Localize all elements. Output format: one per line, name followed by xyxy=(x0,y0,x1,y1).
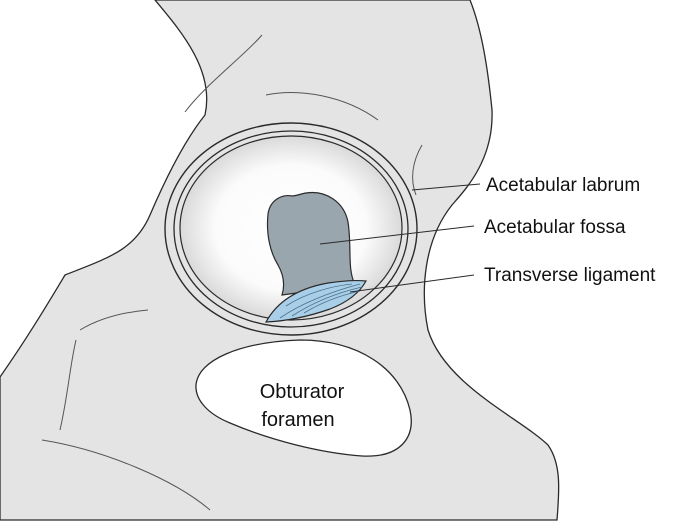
acetabular-fossa-label: Acetabular fossa xyxy=(484,217,626,238)
bone-contour-upper-right xyxy=(265,92,379,121)
ligament-fiber xyxy=(279,283,361,319)
leader-line-ligament xyxy=(349,274,475,293)
bone-contour-lower-left xyxy=(59,339,77,431)
obturator-foramen-label-line2: foramen xyxy=(261,409,334,431)
ligament-fiber xyxy=(285,283,353,307)
obturator-foramen-label-line1: Obturator xyxy=(260,381,345,403)
leader-line-fossa xyxy=(319,225,475,245)
transverse-ligament xyxy=(264,280,367,323)
obturator-foramen xyxy=(195,339,412,457)
ligament-fiber xyxy=(303,290,361,314)
bone-contour-left xyxy=(79,309,149,331)
bone-contour-upper xyxy=(184,34,263,113)
leader-line-labrum xyxy=(411,183,481,191)
transverse-ligament-label: Transverse ligament xyxy=(484,265,656,286)
ligament-fiber xyxy=(291,286,363,317)
bone-contour-bottom xyxy=(41,439,211,511)
acetabular-labrum-inner-ring xyxy=(173,130,409,328)
bone-contour-right xyxy=(412,144,423,196)
acetabular-labrum-label: Acetabular labrum xyxy=(486,175,640,196)
